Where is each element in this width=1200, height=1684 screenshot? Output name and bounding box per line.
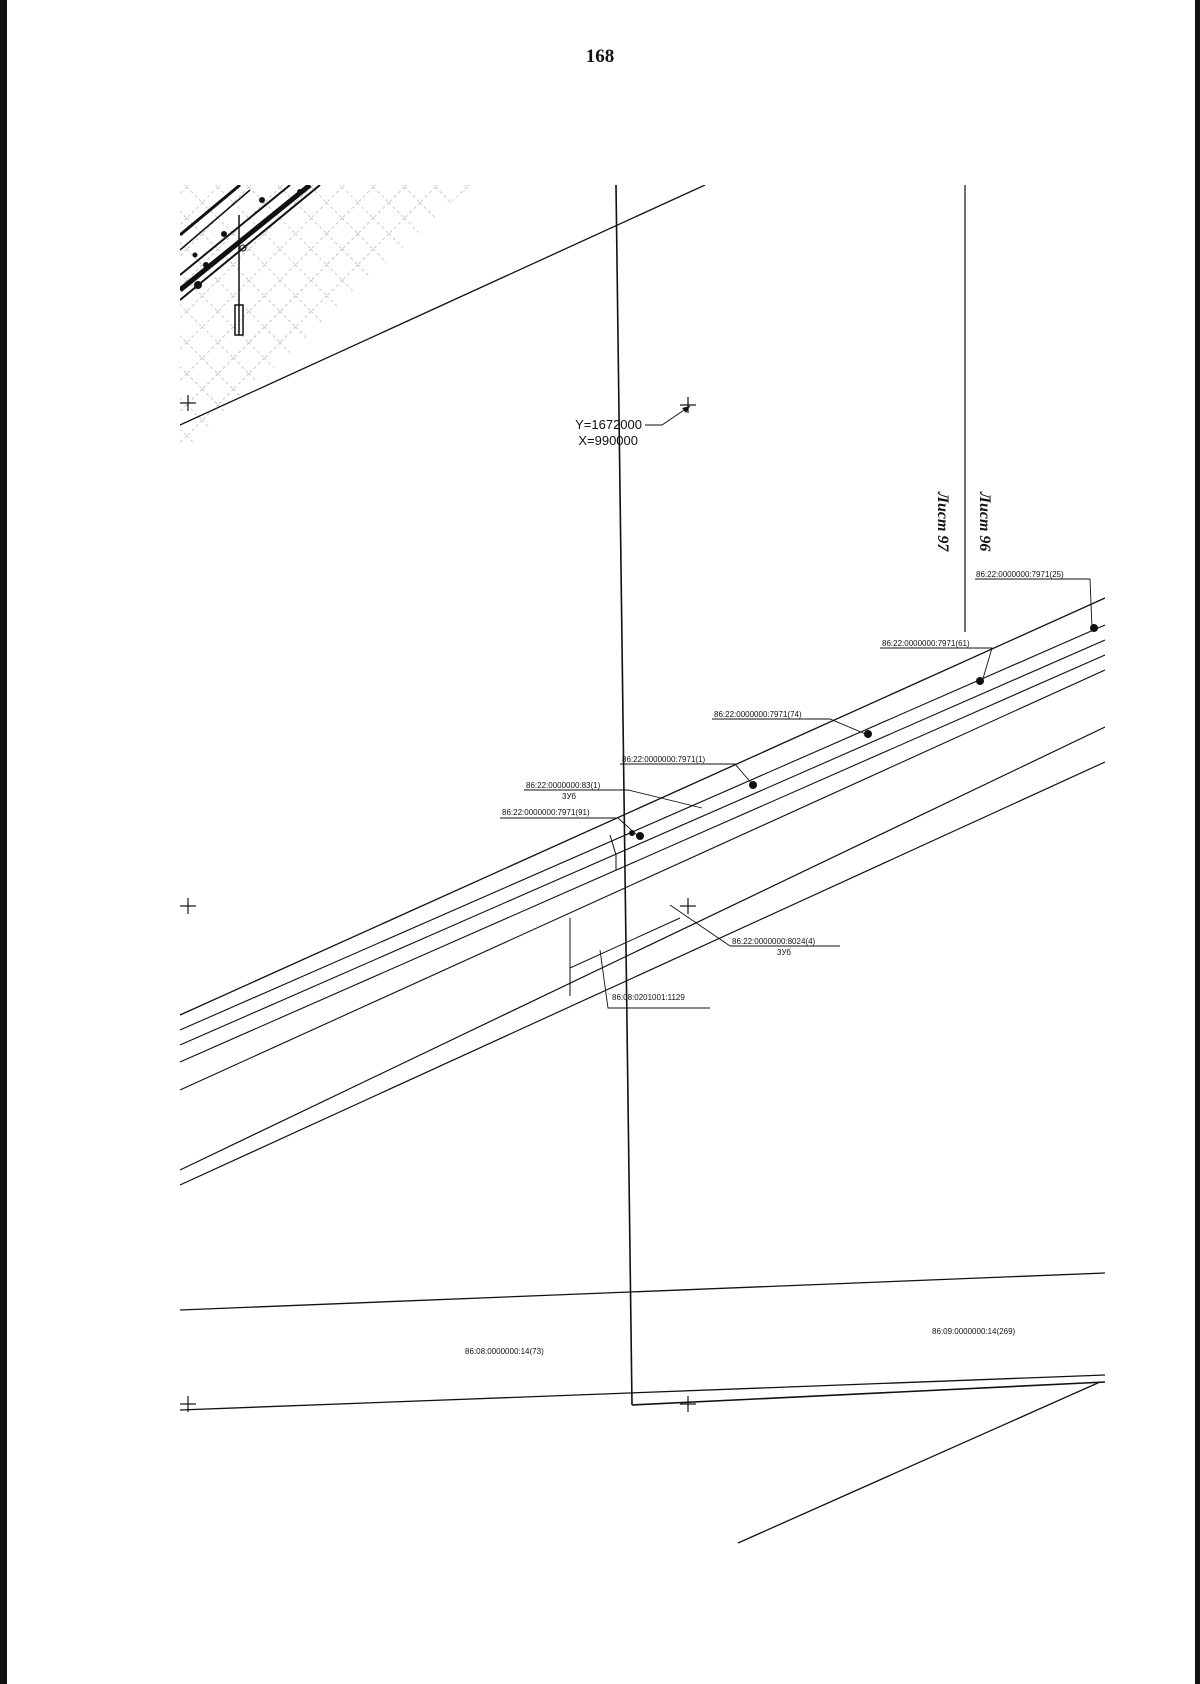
parcel-label-25: 86:22:0000000:7971(25) bbox=[976, 570, 1064, 579]
sheet-97-label: Лист 97 bbox=[934, 491, 951, 552]
scan-edge-left bbox=[0, 0, 7, 1684]
parcel-label-91: 86:22:0000000:7971(91) bbox=[502, 808, 590, 817]
parcel-points bbox=[629, 624, 1098, 840]
parcel-label-83: 86:22:0000000:83(1) bbox=[526, 781, 601, 790]
sheet-96-label: Лист 96 bbox=[976, 491, 993, 551]
parcel-label-1129: 86:08:0201001:1129 bbox=[612, 993, 685, 1002]
parcel-label-269: 86:09:0000000:14(269) bbox=[932, 1327, 1016, 1336]
parcel-label-61: 86:22:0000000:7971(61) bbox=[882, 639, 970, 648]
parcel-label-8024: 86:22:0000000:8024(4) bbox=[732, 937, 816, 946]
page-number: 168 bbox=[585, 46, 615, 67]
scan-edge-right bbox=[1195, 0, 1200, 1684]
parcel-label-8024-sub: 3Уб bbox=[777, 948, 791, 957]
hatched-area bbox=[180, 185, 470, 455]
parcel-label-74: 86:22:0000000:7971(74) bbox=[714, 710, 802, 719]
parcel-labels bbox=[500, 578, 1093, 1009]
grid-crosses bbox=[180, 395, 696, 1412]
parcel-label-73: 86:08:0000000:14(73) bbox=[465, 1347, 544, 1356]
coordinate-marker: Y=1672000 X=990000 bbox=[575, 405, 691, 448]
parcel-label-1: 86:22:0000000:7971(1) bbox=[622, 755, 706, 764]
coordinate-x-label: X=990000 bbox=[578, 433, 638, 448]
boundary-lines bbox=[180, 185, 1105, 1544]
coordinate-y-label: Y=1672000 bbox=[575, 417, 642, 432]
parcel-label-83-sub: 3Уб bbox=[562, 792, 576, 801]
